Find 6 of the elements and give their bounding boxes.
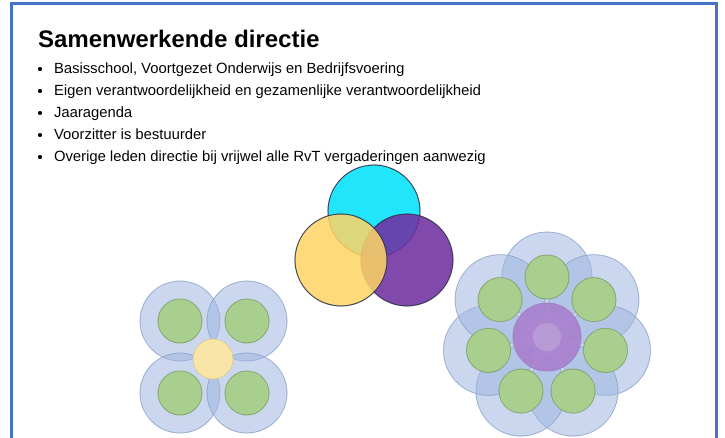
bullet-text: Jaaragenda <box>54 104 132 123</box>
bullet-text: Basisschool, Voortgezet Onderwijs en Bedrijfsvoering <box>54 60 404 79</box>
bullet-text: Eigen verantwoordelijkheid en gezamenlijke verantwoordelijkheid <box>54 82 481 101</box>
bullet-text: Voorzitter is bestuurder <box>54 126 206 145</box>
bullet-text: Overige leden directie bij vrijwel alle RvT vergaderingen aanwezig <box>54 148 486 167</box>
slide-title: Samenwerkende directie <box>38 25 320 55</box>
